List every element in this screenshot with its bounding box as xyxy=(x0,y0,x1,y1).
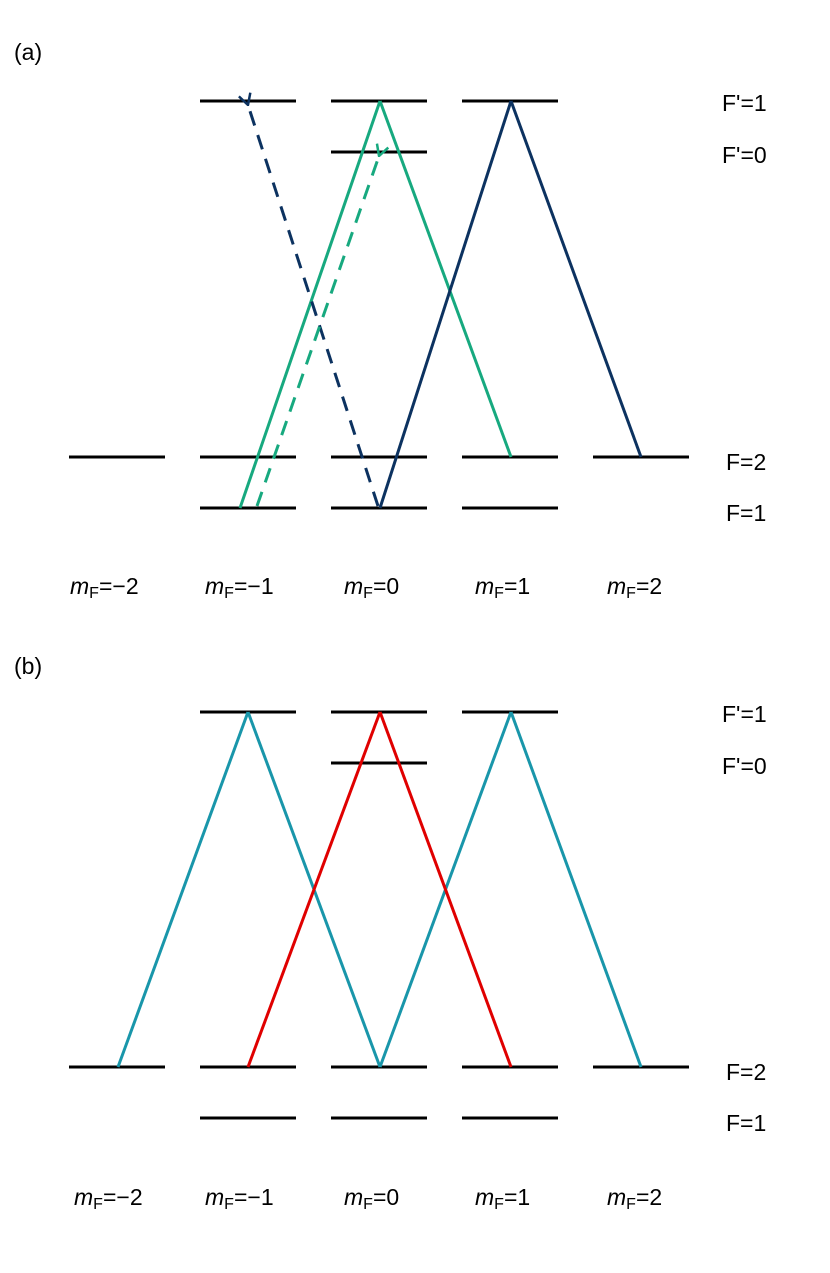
label-excited-f1: F'=1 xyxy=(722,701,767,727)
transition-red-down xyxy=(378,711,513,1068)
mf-label-m1: mF=1 xyxy=(475,1184,530,1213)
mf-label-m-1: mF=−1 xyxy=(205,573,274,602)
transition-navy-dashed-arrow xyxy=(248,105,380,507)
label-excited-f0: F'=0 xyxy=(722,142,767,168)
mf-label-m2: mF=2 xyxy=(607,1184,662,1213)
mf-label-m-2: mF=−2 xyxy=(70,573,139,602)
transition-green-down xyxy=(378,100,513,458)
label-ground-f2: F=2 xyxy=(726,1059,766,1085)
panel-a-levels xyxy=(69,99,689,510)
transition-red-up xyxy=(246,711,382,1068)
transition-teal-1 xyxy=(116,711,250,1068)
label-excited-f1: F'=1 xyxy=(722,90,767,116)
mf-label-m1: mF=1 xyxy=(475,573,530,602)
transition-teal-4 xyxy=(509,711,643,1068)
panel-a: (a) F'=1 F'=0 F=2 F= xyxy=(14,39,767,602)
mf-label-m-2: mF=−2 xyxy=(74,1184,143,1213)
mf-label-m-1: mF=−1 xyxy=(205,1184,274,1213)
transition-green-dashed-arrow xyxy=(255,156,379,507)
panel-b-levels xyxy=(69,710,689,1120)
label-excited-f0: F'=0 xyxy=(722,753,767,779)
label-ground-f1: F=1 xyxy=(726,500,766,526)
mf-label-m0: mF=0 xyxy=(344,1184,399,1213)
panel-a-label: (a) xyxy=(14,39,42,65)
mf-label-m0: mF=0 xyxy=(344,573,399,602)
panel-b-transitions xyxy=(116,711,643,1068)
mf-label-m2: mF=2 xyxy=(607,573,662,602)
panel-b-label: (b) xyxy=(14,653,42,679)
label-ground-f1: F=1 xyxy=(726,1110,766,1136)
transition-green-up xyxy=(238,100,382,509)
panel-b: (b) F'=1 F'=0 F=2 F= xyxy=(14,653,767,1213)
panel-a-transitions xyxy=(238,100,643,509)
transition-navy-down xyxy=(509,100,643,458)
label-ground-f2: F=2 xyxy=(726,449,766,475)
transition-navy-up xyxy=(378,100,513,509)
